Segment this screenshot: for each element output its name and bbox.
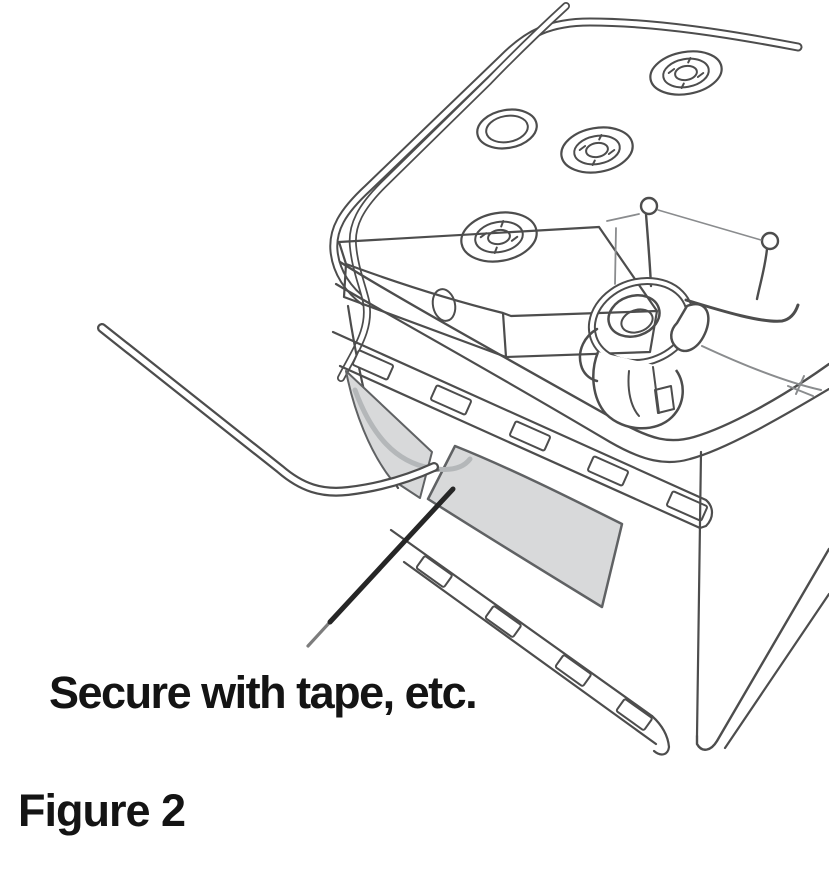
center-block — [337, 225, 659, 359]
terminal-post — [620, 308, 654, 334]
tape-patch — [345, 370, 624, 609]
hold-down-pin — [657, 209, 780, 301]
filler-hole-icon — [476, 108, 538, 150]
front-right-edge — [695, 450, 703, 738]
vent-cap-icon — [560, 126, 634, 174]
bottom-ledge — [389, 450, 829, 756]
vent-cap-icon — [649, 50, 723, 96]
terminal-clamp — [578, 276, 822, 430]
figure-caption: Figure 2 — [18, 785, 186, 836]
wire — [97, 323, 439, 497]
hold-down-pin — [606, 196, 659, 288]
block-hole — [431, 288, 457, 322]
clamp-rod — [684, 298, 800, 323]
vent-cap-icon — [460, 211, 538, 263]
tape-annotation-label: Secure with tape, etc. — [49, 667, 478, 718]
leader-line — [306, 486, 456, 648]
battery-top-rim — [329, 17, 803, 308]
harness-wire — [337, 2, 570, 382]
side-ledge — [331, 330, 714, 530]
